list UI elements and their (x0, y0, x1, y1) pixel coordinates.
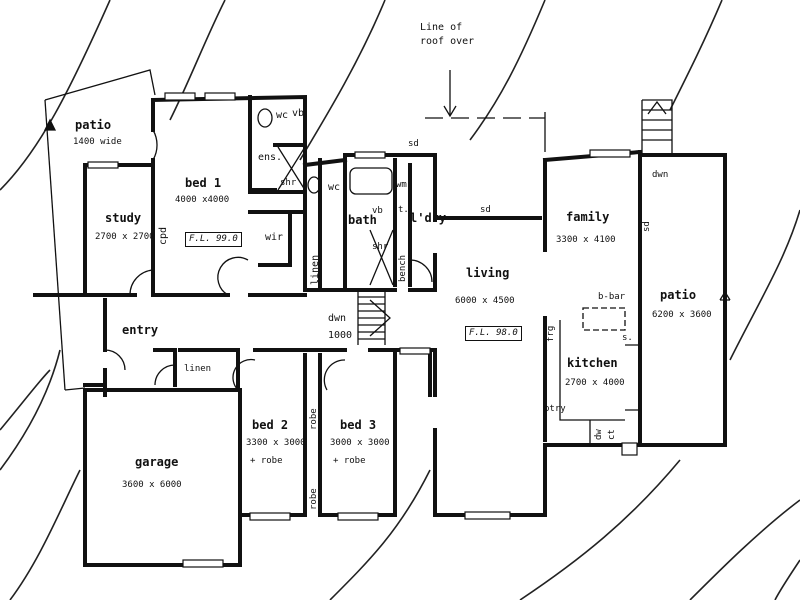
bed3-extra: + robe (333, 456, 366, 466)
sd-label-family: sd (642, 221, 652, 232)
roof-line-label-2: roof over (420, 36, 475, 47)
entry-name: entry (122, 323, 159, 337)
sink-label: s. (622, 333, 633, 343)
bed2-extra: + robe (250, 456, 283, 466)
ens-label: ens. (258, 152, 283, 163)
bed1-dim: 4000 x4000 (175, 195, 230, 205)
ens-wc-label: wc (276, 110, 289, 121)
thin-lines (43, 69, 731, 445)
garage-dim: 3600 x 6000 (122, 480, 182, 490)
stairs-dim-label: 1000 (328, 330, 353, 341)
ens-shr-label: shr (280, 178, 297, 188)
kitchen-dim: 2700 x 4000 (565, 378, 625, 388)
linen-label-hall: linen (310, 254, 321, 285)
cpd-label: cpd (158, 226, 169, 245)
walls (33, 94, 727, 567)
fridge-label: frg (546, 325, 556, 342)
study-name: study (105, 211, 142, 225)
floor-level-bed: F.L. 99.0 (185, 232, 242, 247)
bath-vb-label: vb (372, 206, 383, 216)
sd-label-living: sd (480, 205, 491, 215)
family-name: family (566, 210, 610, 224)
linen-label-entry: linen (184, 364, 212, 374)
family-dim: 3300 x 4100 (556, 235, 616, 245)
hall-wc-label: wc (328, 182, 341, 193)
bath-name: bath (348, 213, 377, 227)
bbar-label: b-bar (598, 292, 626, 302)
sd-label-top: sd (408, 139, 419, 149)
bath-shr-label: shr (372, 242, 389, 252)
garage-name: garage (135, 455, 179, 469)
dw-label: dw (594, 429, 604, 440)
windows (87, 92, 638, 568)
ct-label: ct (607, 429, 617, 440)
wm-label: wm (396, 180, 407, 190)
bed3-dim: 3000 x 3000 (330, 438, 390, 448)
robe-label-bed2: robe (309, 408, 319, 430)
stairs-dwn-label: dwn (328, 313, 347, 324)
wir-label: wir (265, 232, 284, 243)
tub-t-label: t. (398, 205, 409, 215)
bed3-name: bed 3 (340, 418, 377, 432)
pantry-label: ptry (544, 404, 566, 414)
kitchen-name: kitchen (567, 356, 618, 370)
patio-left-dim: 1400 wide (73, 137, 122, 147)
bed2-dim: 3300 x 3000 (246, 438, 306, 448)
study-dim: 2700 x 2700 (95, 232, 155, 242)
patio-left-name: patio (75, 118, 112, 132)
living-dim: 6000 x 4500 (455, 296, 515, 306)
floor-level-living: F.L. 98.0 (465, 326, 522, 341)
patio-right-dim: 6200 x 3600 (652, 310, 712, 320)
ens-vb-label: vb (292, 108, 305, 119)
bench-label: bench (398, 254, 408, 282)
patio-stairs-dwn-label: dwn (652, 170, 669, 180)
robe-label-bed3: robe (309, 488, 319, 510)
living-name: living (466, 266, 510, 280)
bed1-name: bed 1 (185, 176, 222, 190)
bed2-name: bed 2 (252, 418, 289, 432)
roof-line-label-1: Line of (420, 22, 463, 33)
laundry-name: l'dry (410, 211, 447, 225)
patio-right-name: patio (660, 288, 697, 302)
